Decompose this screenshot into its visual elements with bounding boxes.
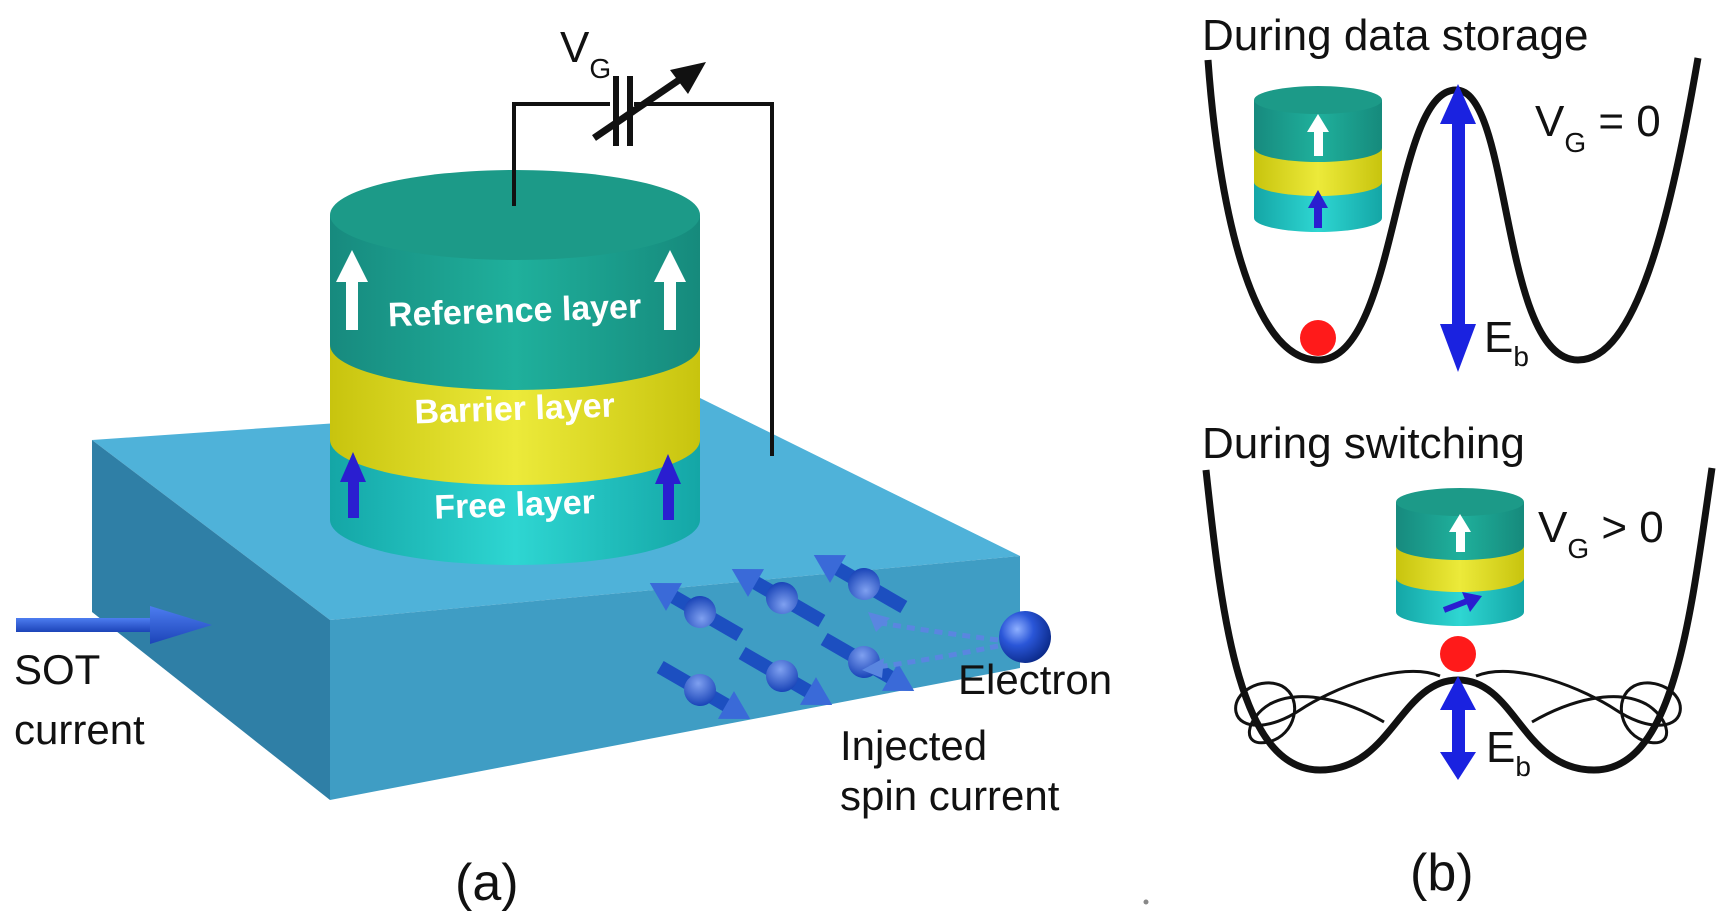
panel-b-label: (b) [1410, 844, 1474, 902]
switching-title: During switching [1202, 419, 1525, 468]
spin-particle [738, 646, 833, 705]
panel-a: SOT current Reference layer Barrier [14, 23, 1149, 912]
panel-a-label: (a) [455, 854, 519, 912]
precession-trajectories [1234, 670, 1682, 745]
storage-barrier-label: Eb [1484, 313, 1529, 372]
switching-barrier-label: Eb [1486, 723, 1531, 782]
pillar-top-face [330, 170, 700, 260]
sot-current-arrow [16, 606, 212, 644]
sot-current-label-line2: current [14, 706, 145, 753]
mtj-pillar [330, 170, 700, 565]
electron-label: Electron [958, 656, 1112, 703]
gate-capacitor-icon [592, 62, 706, 146]
spin-particle [813, 555, 908, 614]
stray-dot [1143, 899, 1149, 905]
storage-state-ball [1300, 320, 1336, 356]
injected-spins [649, 555, 915, 719]
sot-current-label-line1: SOT [14, 646, 100, 693]
gate-voltage-label: VG [560, 23, 611, 84]
electron-path-head-upper [868, 612, 890, 632]
panel-b: During data storage Eb VG = 0 Dur [1202, 11, 1716, 902]
free-layer-label: Free layer [434, 483, 596, 527]
reference-layer [330, 215, 700, 390]
injected-spin-current-line1: Injected [840, 722, 987, 769]
injected-spin-current-line2: spin current [840, 772, 1060, 819]
electron-path-arrows [869, 619, 999, 671]
spin-particle [656, 660, 751, 719]
free-magnetization-arrows [340, 452, 681, 520]
storage-barrier-arrow [1440, 84, 1476, 372]
spin-particle [731, 569, 826, 628]
reference-magnetization-arrows [336, 250, 686, 330]
switching-state-ball [1440, 636, 1476, 672]
switching-mtj-icon [1396, 488, 1524, 626]
storage-mtj-icon [1254, 86, 1382, 232]
electron-icon [999, 611, 1051, 663]
storage-title: During data storage [1202, 11, 1588, 60]
switching-barrier-arrow [1440, 676, 1476, 780]
electron-path-head-lower [862, 658, 884, 678]
switching-voltage-label: VG > 0 [1538, 503, 1664, 564]
barrier-layer-label: Barrier layer [414, 387, 616, 432]
storage-voltage-label: VG = 0 [1535, 97, 1661, 158]
substrate-side-face [92, 440, 330, 800]
spin-particle [649, 583, 744, 642]
reference-layer-label: Reference layer [387, 288, 641, 335]
